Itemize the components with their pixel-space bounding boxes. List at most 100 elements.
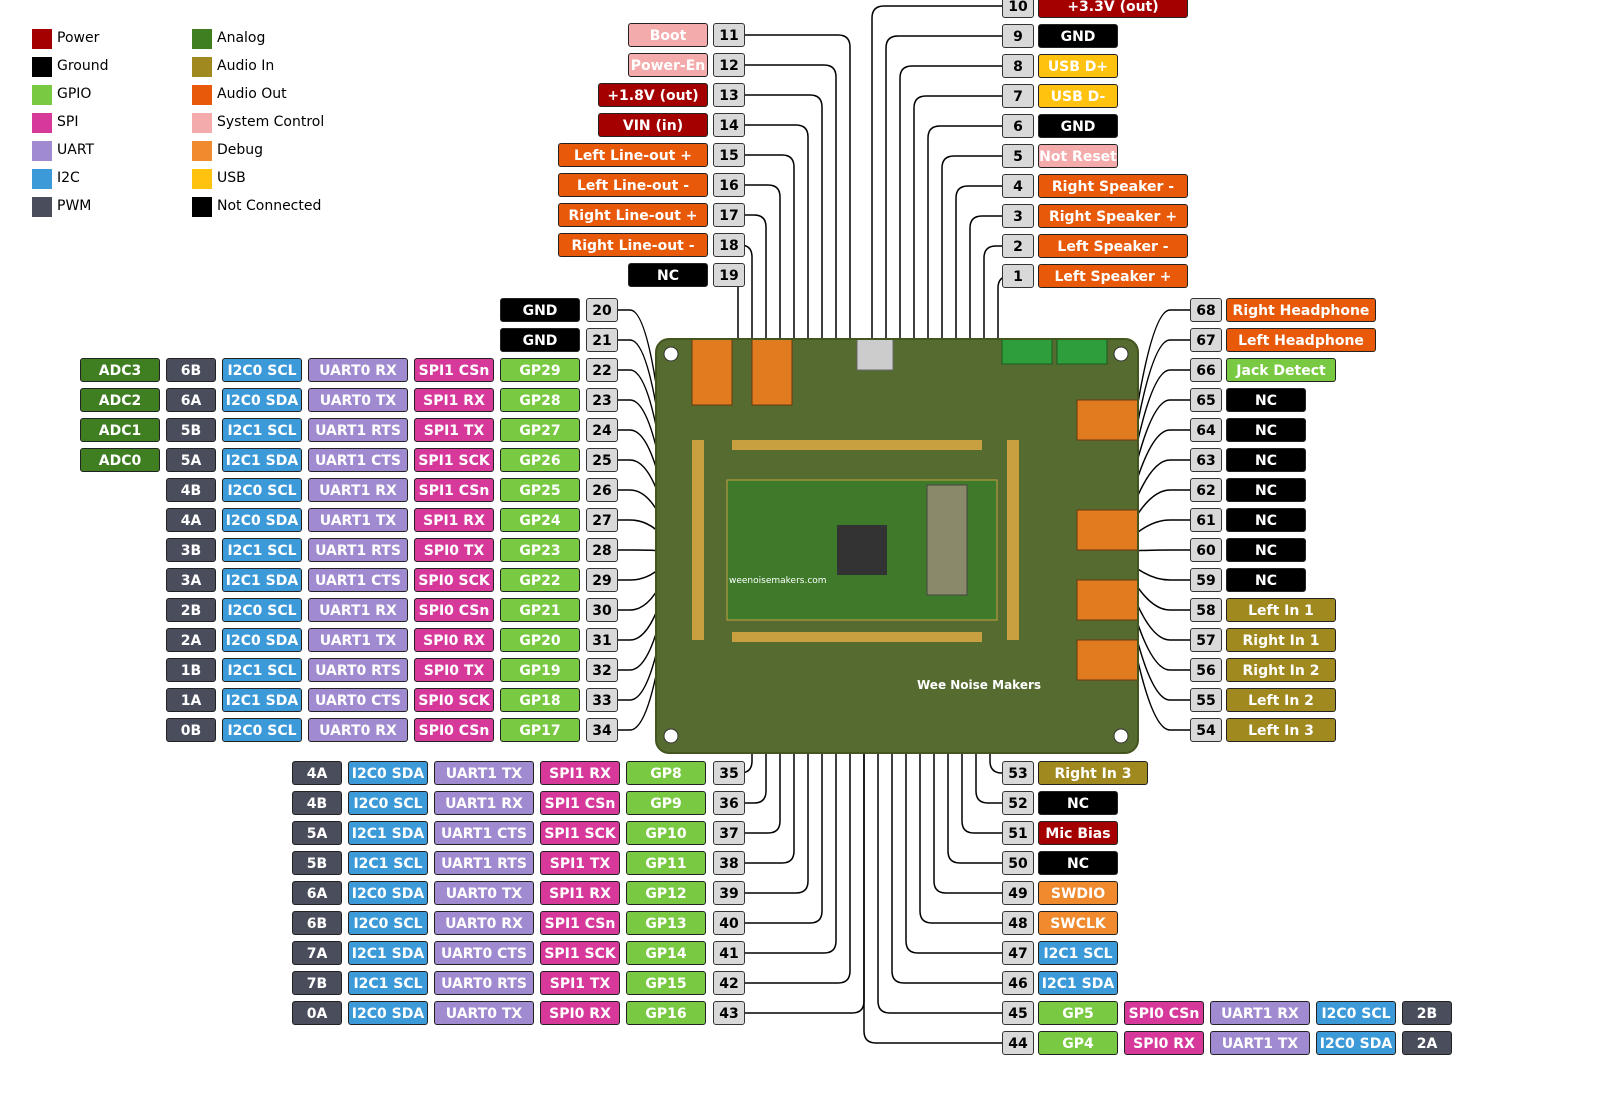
wire xyxy=(745,650,767,804)
pin-label-audio-out: Right Speaker - xyxy=(1038,174,1188,198)
pin-label-pwm: 2A xyxy=(166,628,216,652)
pin-label-debug: SWDIO xyxy=(1038,881,1118,905)
speaker-terminal-right xyxy=(1056,327,1108,365)
pin-label-spi: SPI1 SCK xyxy=(540,821,620,845)
pin-number: 55 xyxy=(1190,688,1222,712)
pin-label-spi: SPI1 SCK xyxy=(540,941,620,965)
wire xyxy=(745,34,851,455)
wire xyxy=(745,650,781,834)
pin-number: 37 xyxy=(713,821,745,845)
wire xyxy=(975,650,1002,804)
pin-label-uart: UART1 RTS xyxy=(308,418,408,442)
legend-label: I2C xyxy=(57,170,80,186)
pin-label-power: +3.3V (out) xyxy=(1038,0,1188,18)
pin-label-audio-out: Left Speaker + xyxy=(1038,264,1188,288)
pin-number: 36 xyxy=(713,791,745,815)
pin-label-pwm: 5B xyxy=(292,851,342,875)
pin-label-i2c: I2C1 SCL xyxy=(1038,941,1118,965)
pin-label-not-connected: NC xyxy=(628,263,708,287)
pin-label-analog: ADC2 xyxy=(80,388,160,412)
legend-label: UART xyxy=(57,142,95,158)
pin-label-pwm: 4B xyxy=(166,478,216,502)
pin-label-spi: SPI0 SCK xyxy=(414,568,494,592)
pin-label-gpio: GP24 xyxy=(500,508,580,532)
pin-label-system-control: Not Reset xyxy=(1038,144,1118,168)
pin-label-audio-out: Left Line-out - xyxy=(558,173,708,197)
pin-label-spi: SPI0 RX xyxy=(414,628,494,652)
pin-label-spi: SPI1 RX xyxy=(414,388,494,412)
pin-number: 59 xyxy=(1190,568,1222,592)
pin-label-pwm: 5B xyxy=(166,418,216,442)
pin-number: 58 xyxy=(1190,598,1222,622)
pin-label-i2c: I2C0 SCL xyxy=(348,911,428,935)
legend-label: Audio Out xyxy=(217,86,287,102)
legend-swatch xyxy=(192,197,212,217)
pin-label-not-connected: NC xyxy=(1226,508,1306,532)
pin-label-gpio: GP12 xyxy=(626,881,706,905)
pin-label-pwm: 4A xyxy=(292,761,342,785)
pin-number: 18 xyxy=(713,233,745,257)
pin-label-spi: SPI0 TX xyxy=(414,538,494,562)
pin-label-spi: SPI0 RX xyxy=(540,1001,620,1025)
pin-number: 12 xyxy=(713,53,745,77)
pin-label-ground: GND xyxy=(1038,114,1118,138)
legend-label: PWM xyxy=(57,198,92,214)
pin-number: 57 xyxy=(1190,628,1222,652)
header-left xyxy=(692,440,704,640)
pin-label-i2c: I2C1 SDA xyxy=(1038,971,1118,995)
pin-label-pwm: 4A xyxy=(166,508,216,532)
legend-swatch xyxy=(192,141,212,161)
pin-label-analog: ADC3 xyxy=(80,358,160,382)
pin-number: 11 xyxy=(713,23,745,47)
pin-number: 15 xyxy=(713,143,745,167)
pin-label-uart: UART1 CTS xyxy=(308,568,408,592)
pin-number: 61 xyxy=(1190,508,1222,532)
pin-label-uart: UART0 CTS xyxy=(308,688,408,712)
pin-number: 40 xyxy=(713,911,745,935)
pin-label-ground: GND xyxy=(500,298,580,322)
legend-swatch xyxy=(32,85,52,105)
pin-label-gpio: GP8 xyxy=(626,761,706,785)
wire xyxy=(745,184,781,455)
pin-label-gpio: GP25 xyxy=(500,478,580,502)
pin-label-uart: UART1 TX xyxy=(308,508,408,532)
pin-label-audio-out: Right Speaker + xyxy=(1038,204,1188,228)
pin-number: 20 xyxy=(586,298,618,322)
pin-label-pwm: 3A xyxy=(166,568,216,592)
legend-swatch xyxy=(192,85,212,105)
pin-label-i2c: I2C1 SDA xyxy=(222,448,302,472)
pin-label-gpio: GP9 xyxy=(626,791,706,815)
pin-label-i2c: I2C0 SDA xyxy=(222,508,302,532)
pin-number: 9 xyxy=(1002,24,1034,48)
pin-number: 64 xyxy=(1190,418,1222,442)
pin-label-uart: UART0 RTS xyxy=(308,658,408,682)
pin-label-pwm: 1B xyxy=(166,658,216,682)
pin-label-i2c: I2C1 SCL xyxy=(348,971,428,995)
header-right xyxy=(1007,440,1019,640)
pin-label-system-control: Power-En xyxy=(628,53,708,77)
wire xyxy=(969,215,1002,455)
pin-label-audio-out: Left Speaker - xyxy=(1038,234,1188,258)
wire xyxy=(745,214,767,455)
pin-label-uart: UART1 RX xyxy=(1210,1001,1310,1025)
pin-label-gpio: GP10 xyxy=(626,821,706,845)
pin-number: 4 xyxy=(1002,174,1034,198)
pin-label-uart: UART1 CTS xyxy=(434,821,534,845)
pin-label-ground: GND xyxy=(500,328,580,352)
board-brand: Wee Noise Makers xyxy=(917,678,1042,692)
pin-label-debug: SWCLK xyxy=(1038,911,1118,935)
pin-label-spi: SPI1 CSn xyxy=(540,911,620,935)
pin-label-uart: UART0 RX xyxy=(434,911,534,935)
pin-number: 3 xyxy=(1002,204,1034,228)
pin-label-i2c: I2C1 SCL xyxy=(222,418,302,442)
pin-number: 56 xyxy=(1190,658,1222,682)
pin-label-spi: SPI0 CSn xyxy=(1124,1001,1204,1025)
pin-label-analog: ADC1 xyxy=(80,418,160,442)
pin-label-i2c: I2C0 SCL xyxy=(348,791,428,815)
pin-label-not-connected: NC xyxy=(1226,388,1306,412)
pin-label-not-connected: NC xyxy=(1226,538,1306,562)
wire xyxy=(989,650,1003,774)
pin-number: 22 xyxy=(586,358,618,382)
legend-label: Not Connected xyxy=(217,198,322,214)
